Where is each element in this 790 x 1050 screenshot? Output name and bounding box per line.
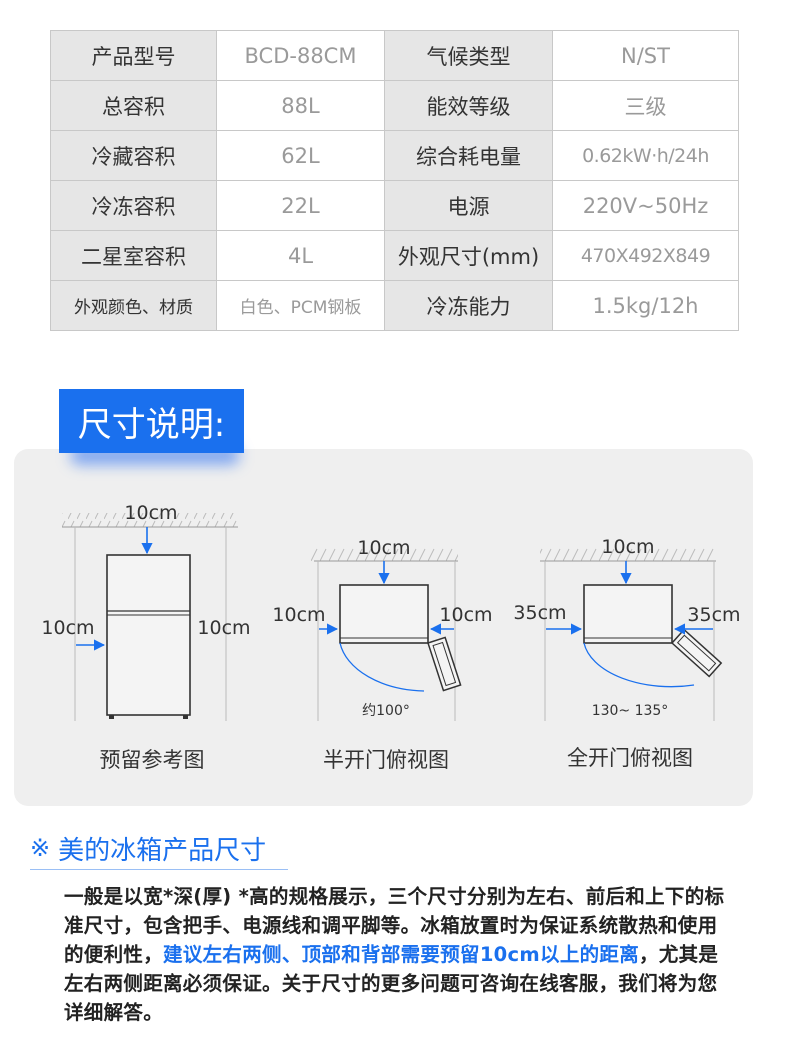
notice-text: ，尤其是左右两侧距离必须保证。关于尺寸的更多问题可咨询在线客服，我们将为您详细解… — [64, 943, 719, 1024]
door-swing-arc — [339, 642, 425, 692]
spec-label: 产品型号 — [50, 30, 217, 81]
top-gap-label: 10cm — [601, 536, 654, 558]
right-gap-label: 10cm — [439, 604, 492, 626]
top-gap-label: 10cm — [124, 502, 177, 524]
section-heading: 尺寸说明: — [59, 389, 244, 453]
spec-label: 冷冻容积 — [50, 180, 217, 231]
fridge-foot — [183, 715, 188, 719]
title-underline — [30, 869, 288, 870]
diagram-caption: 半开门俯视图 — [323, 748, 449, 772]
spec-value: 4L — [216, 230, 385, 281]
full-open-diagram: 10cm 35cm 35cm 130~ 135° 全开门俯视图 — [513, 536, 740, 770]
table-row: 冷藏容积 62L 综合耗电量 0.62kW·h/24h — [50, 130, 739, 181]
ceiling-hatch — [62, 513, 238, 527]
left-gap-label: 35cm — [513, 602, 566, 624]
open-angle-label: 130~ 135° — [592, 703, 669, 719]
spec-label: 冷冻能力 — [384, 280, 553, 331]
reference-mark-icon: ※ — [30, 834, 51, 862]
left-gap-label: 10cm — [41, 617, 94, 639]
spec-label: 能效等级 — [384, 80, 553, 131]
door-swing-arc — [583, 642, 695, 688]
notice-title-text: 美的冰箱产品尺寸 — [58, 835, 267, 866]
spec-value: 88L — [216, 80, 385, 131]
spec-value: 220V~50Hz — [552, 180, 739, 231]
top-gap-label: 10cm — [357, 537, 410, 559]
spec-value: 白色、PCM钢板 — [216, 280, 385, 331]
fridge-top — [583, 584, 673, 644]
spec-label: 二星室容积 — [50, 230, 217, 281]
spec-value: N/ST — [552, 30, 739, 81]
spec-value: 470X492X849 — [552, 230, 739, 281]
spec-label: 外观颜色、材质 — [50, 280, 217, 331]
spec-label: 外观尺寸(mm) — [384, 230, 553, 281]
notice-text: 一般是以宽*深(厚) *高的规格展示，三个尺寸分别为左右、前后和上下的标准尺寸，… — [64, 885, 725, 966]
reference-diagram: 10cm 10cm 10cm 预留参考图 — [41, 502, 250, 772]
spec-value: BCD-88CM — [216, 30, 385, 81]
spec-value: 1.5kg/12h — [552, 280, 739, 331]
spec-label: 冷藏容积 — [50, 130, 217, 181]
spec-value: 22L — [216, 180, 385, 231]
notice-body: 一般是以宽*深(厚) *高的规格展示，三个尺寸分别为左右、前后和上下的标准尺寸，… — [64, 882, 732, 1027]
spec-label: 电源 — [384, 180, 553, 231]
right-gap-label: 35cm — [687, 604, 740, 626]
table-row: 总容积 88L 能效等级 三级 — [50, 80, 739, 131]
wall-hatch — [540, 547, 716, 561]
fridge-foot — [109, 715, 114, 719]
dimension-diagrams: 10cm 10cm 10cm 预留参考图 10cm 10cm 10cm 约100… — [41, 502, 740, 772]
fridge-front — [106, 554, 191, 716]
spec-value: 0.62kW·h/24h — [552, 130, 739, 181]
wall-hatch — [310, 547, 458, 561]
half-open-diagram: 10cm 10cm 10cm 约100° 半开门俯视图 — [272, 537, 492, 772]
open-door — [670, 628, 723, 678]
left-gap-label: 10cm — [272, 604, 325, 626]
spec-label: 综合耗电量 — [384, 130, 553, 181]
spec-label: 气候类型 — [384, 30, 553, 81]
spec-value: 62L — [216, 130, 385, 181]
table-row: 二星室容积 4L 外观尺寸(mm) 470X492X849 — [50, 230, 739, 281]
notice-highlight: 建议左右两侧、顶部和背部需要预留10cm以上的距离 — [163, 943, 640, 966]
spec-table: 产品型号 BCD-88CM 气候类型 N/ST 总容积 88L 能效等级 三级 … — [50, 30, 739, 331]
open-door — [427, 636, 462, 692]
diagram-caption: 全开门俯视图 — [567, 746, 693, 770]
fridge-top — [339, 584, 429, 644]
spec-label: 总容积 — [50, 80, 217, 131]
table-row: 外观颜色、材质 白色、PCM钢板 冷冻能力 1.5kg/12h — [50, 280, 739, 331]
open-angle-label: 约100° — [362, 703, 410, 719]
notice-title: ※ 美的冰箱产品尺寸 — [30, 828, 266, 868]
spec-value: 三级 — [552, 80, 739, 131]
table-row: 产品型号 BCD-88CM 气候类型 N/ST — [50, 30, 739, 81]
diagram-caption: 预留参考图 — [100, 748, 205, 772]
right-gap-label: 10cm — [197, 617, 250, 639]
table-row: 冷冻容积 22L 电源 220V~50Hz — [50, 180, 739, 231]
